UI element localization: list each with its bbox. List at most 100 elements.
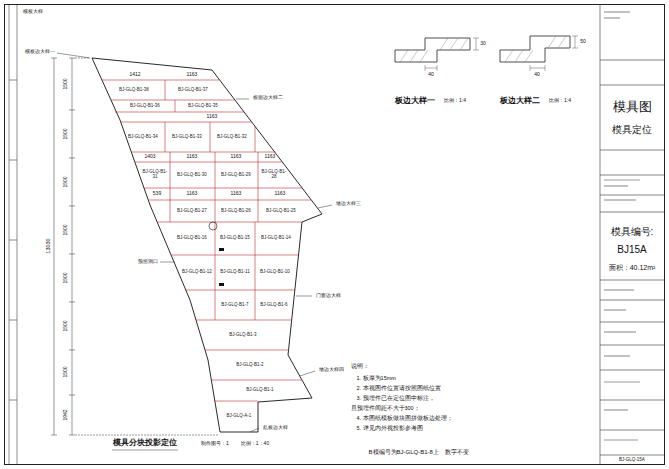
sheet-subtitle: 模具定位 <box>612 124 653 136</box>
dimension-text: 1163 <box>264 154 276 160</box>
drawing-number: 制作图号：1 <box>201 441 230 447</box>
dimension-text: 1163 <box>186 154 198 160</box>
dimension-lines <box>51 58 218 435</box>
panel-code: BJ-GLQ-B1-34 <box>124 135 162 140</box>
panel-grid <box>102 80 311 401</box>
dimension-text: 1942 <box>63 409 69 421</box>
dimension-text: 30 <box>480 41 487 47</box>
dimension-text: 1163 <box>274 191 286 197</box>
panel-code: BJ-GLQ-A-1 <box>222 414 256 419</box>
sheet-code: BJ-GLQ-15A <box>619 457 646 462</box>
dimension-text: 1500 <box>63 224 69 236</box>
dimension-text: 1163 <box>230 191 242 197</box>
mold-panel: BJ-GLQ-B1-1 <box>230 388 290 393</box>
note-line: 2. 本视图件位置请按照图纸位置 <box>356 385 441 391</box>
panel-code: BJ-GLQ-B1-10 <box>257 270 293 275</box>
callout-label: 预留洞口 <box>138 259 159 265</box>
mold-panel: BJ-GLQ-B1-16 <box>172 236 212 241</box>
panel-code: BJ-GLQ-B1-2 <box>210 363 290 368</box>
mold-panel: BJ-GLQ-B1-34 <box>124 135 162 140</box>
mold-panel: BJ-GLQ-B1-36 <box>118 104 173 109</box>
section-hatch <box>400 38 468 62</box>
panel-code: BJ-GLQ-B1-37 <box>171 88 216 93</box>
mold-panel: BJ-GLQ-B1-30 <box>172 173 212 178</box>
dimension-text: 13030 <box>45 238 51 254</box>
panel-code: BJ-GLQ-B1-16 <box>172 236 212 241</box>
mold-panel: BJ-GLQ-B1-35 <box>178 104 228 109</box>
detail-dimension <box>425 38 479 71</box>
numbering-note: B模编号为BJ-GLQ-B1-8上 数字不变 <box>368 449 469 456</box>
dimension-text: 1500 <box>63 176 69 188</box>
dimension-text: 1500 <box>63 272 69 284</box>
panel-code: BJ-GLQ-B1-36 <box>118 104 173 109</box>
note-line: 4. 本图纸模板做块图拼做板边处理； <box>356 415 453 421</box>
mold-panel: BJ-GLQ-A-1 <box>222 414 256 419</box>
dimension-text: 50 <box>580 39 587 45</box>
mold-panel: BJ-GLQ-B1-32 <box>212 135 252 140</box>
embedded-part <box>219 248 224 286</box>
mold-panel: BJ-GLQ-B1-15 <box>217 236 253 241</box>
dimension-text: 1500 <box>63 78 69 90</box>
sheet-title: 模具图 <box>612 100 652 115</box>
note-line: 1. 板厚为15mm <box>356 375 396 381</box>
panel-code: BJ-GLQ-B1-28 <box>260 170 288 180</box>
callout-label: 乱板边大样 <box>262 425 288 431</box>
callout-label: 墙边大样四 <box>318 367 344 373</box>
detail-title: 板边大样一 <box>395 96 436 105</box>
mold-panel: BJ-GLQ-B1-29 <box>217 173 255 178</box>
dimension-text: 1500 <box>63 320 69 332</box>
dimension-text: 1163 <box>230 154 242 160</box>
mold-panel: BJ-GLQ-B1-12 <box>182 270 212 275</box>
sheet-frame <box>5 5 665 465</box>
leader-lines <box>57 53 332 450</box>
note-line: 且预埋件间距不大于300； <box>350 405 420 411</box>
mold-panel: BJ-GLQ-B1-31 <box>141 170 169 180</box>
dimension-text: 1163 <box>186 191 198 197</box>
panel-code: BJ-GLQ-B1-7 <box>217 303 253 308</box>
dimension-text: 40 <box>428 72 435 78</box>
callout-label: 板面边大样二 <box>252 95 283 101</box>
panel-code: BJ-GLQ-B1-29 <box>217 173 255 178</box>
panel-code: BJ-GLQ-B1-25 <box>261 209 301 214</box>
panel-code: BJ-GLQ-B1-27 <box>172 209 212 214</box>
scale-text: 比例：1:4 <box>549 98 572 104</box>
dimension-text: 1500 <box>63 128 69 140</box>
mold-panel: BJ-GLQ-B1-11 <box>217 270 253 275</box>
callout-label: 模板边大样一 <box>24 49 55 55</box>
mold-panel: BJ-GLQ-B1-38 <box>107 88 162 93</box>
panel-code: BJ-GLQ-B1-31 <box>141 170 169 180</box>
panel-code: BJ-GLQ-B1-6 <box>257 303 291 308</box>
panel-code: BJ-GLQ-B1-35 <box>178 104 228 109</box>
panel-code: BJ-GLQ-B1-1 <box>230 388 290 393</box>
callout-label: 墙边大样三 <box>335 201 361 207</box>
section-hatch <box>505 36 566 62</box>
panel-code: BJ-GLQ-B1-15 <box>217 236 253 241</box>
detail-dimension <box>530 36 578 71</box>
note-line: 3. 预埋件已在定位图中标注， <box>356 395 435 401</box>
note-line: 5. 详见内外视投影参考图 <box>356 425 423 431</box>
edge-detail-section <box>500 36 570 62</box>
callout-label: 门窗边大样 <box>315 293 341 299</box>
lifting-point <box>209 222 217 230</box>
panel-code: BJ-GLQ-B1-26 <box>217 209 255 214</box>
panel-code: BJ-GLQ-B1-11 <box>217 270 253 275</box>
panel-code: BJ-GLQ-B1-14 <box>257 236 295 241</box>
view-caption: 模具分块投影定位 <box>113 438 178 447</box>
mold-panel: BJ-GLQ-B1-27 <box>172 209 212 214</box>
panel-code: BJ-GLQ-B1-12 <box>182 270 212 275</box>
dimension-text: 1403 <box>144 154 156 160</box>
mold-panel: BJ-GLQ-B1-26 <box>217 209 255 214</box>
mold-panel: BJ-GLQ-B1-14 <box>257 236 295 241</box>
panel-code: BJ-GLQ-B1-33 <box>167 135 207 140</box>
mold-panel: BJ-GLQ-B1-37 <box>171 88 216 93</box>
area-text: 面积：40.12m² <box>608 264 656 272</box>
notes-heading: 说明： <box>350 363 369 370</box>
scale-text: 比例：1:4 <box>444 98 467 104</box>
dimension-text: 1412 <box>129 72 141 78</box>
panel-code: BJ-GLQ-B1-3 <box>203 333 283 338</box>
mold-panel: BJ-GLQ-B1-2 <box>210 363 290 368</box>
mold-panel: BJ-GLQ-B1-33 <box>167 135 207 140</box>
panel-code: BJ-GLQ-B1-32 <box>212 135 252 140</box>
